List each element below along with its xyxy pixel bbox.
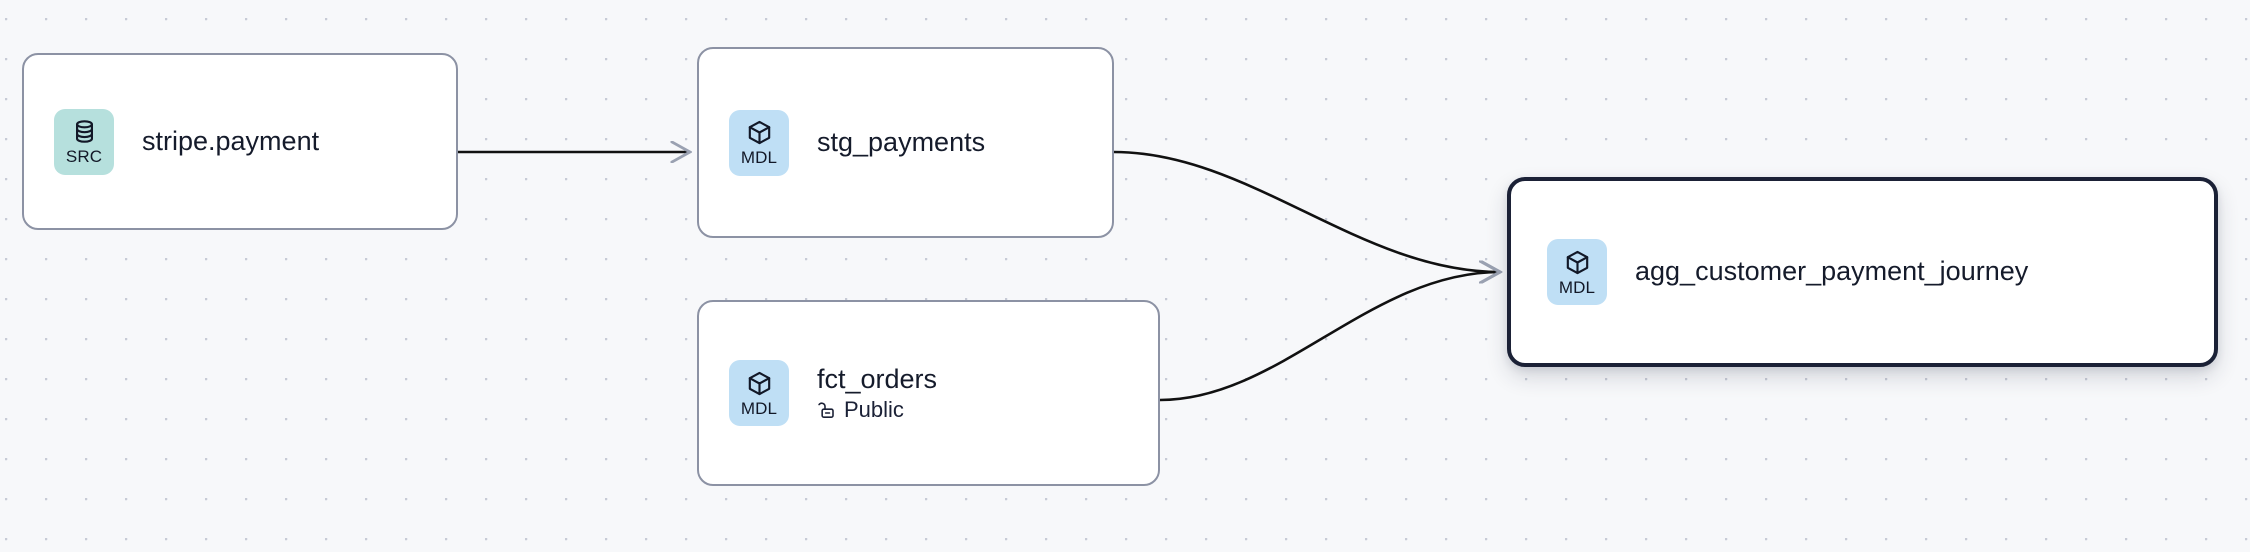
node-text-block: stripe.payment: [142, 126, 319, 157]
node-badge-mdl: MDL: [729, 109, 789, 176]
node-title: fct_orders: [817, 363, 938, 394]
node-title: stg_payments: [817, 126, 986, 157]
node-agg-customer-payment-journey[interactable]: MDL agg_customer_payment_journey: [1507, 177, 2218, 367]
node-text-block: fct_orders Public: [817, 364, 937, 422]
node-badge-label: MDL: [740, 398, 778, 418]
node-fct-orders[interactable]: MDL fct_orders Public: [697, 300, 1160, 486]
node-text-block: stg_payments: [817, 127, 985, 158]
node-badge-label: SRC: [65, 147, 103, 166]
cube-icon: [1564, 249, 1591, 276]
node-badge-mdl: MDL: [729, 360, 789, 426]
node-badge-label: MDL: [1558, 277, 1596, 297]
node-stg-payments[interactable]: MDL stg_payments: [697, 47, 1114, 238]
node-badge-label: MDL: [740, 148, 778, 167]
node-visibility: Public: [817, 396, 937, 422]
edge-fct-orders-to-agg-customer-payment-journey: [1159, 272, 1500, 402]
node-stripe-payment[interactable]: SRC stripe.payment: [22, 53, 458, 230]
unlock-icon: [817, 400, 837, 420]
node-title: stripe.payment: [142, 125, 320, 156]
node-badge-src: SRC: [54, 108, 114, 175]
node-badge-mdl: MDL: [1547, 239, 1607, 305]
node-text-block: agg_customer_payment_journey: [1635, 256, 2028, 287]
edge-stg-payments-to-agg-customer-payment-journey: [1113, 150, 1500, 272]
cube-icon: [746, 119, 773, 146]
cube-icon: [746, 370, 773, 397]
node-visibility-label: Public: [844, 396, 904, 422]
database-icon: [71, 118, 98, 145]
node-title: agg_customer_payment_journey: [1635, 256, 2029, 287]
